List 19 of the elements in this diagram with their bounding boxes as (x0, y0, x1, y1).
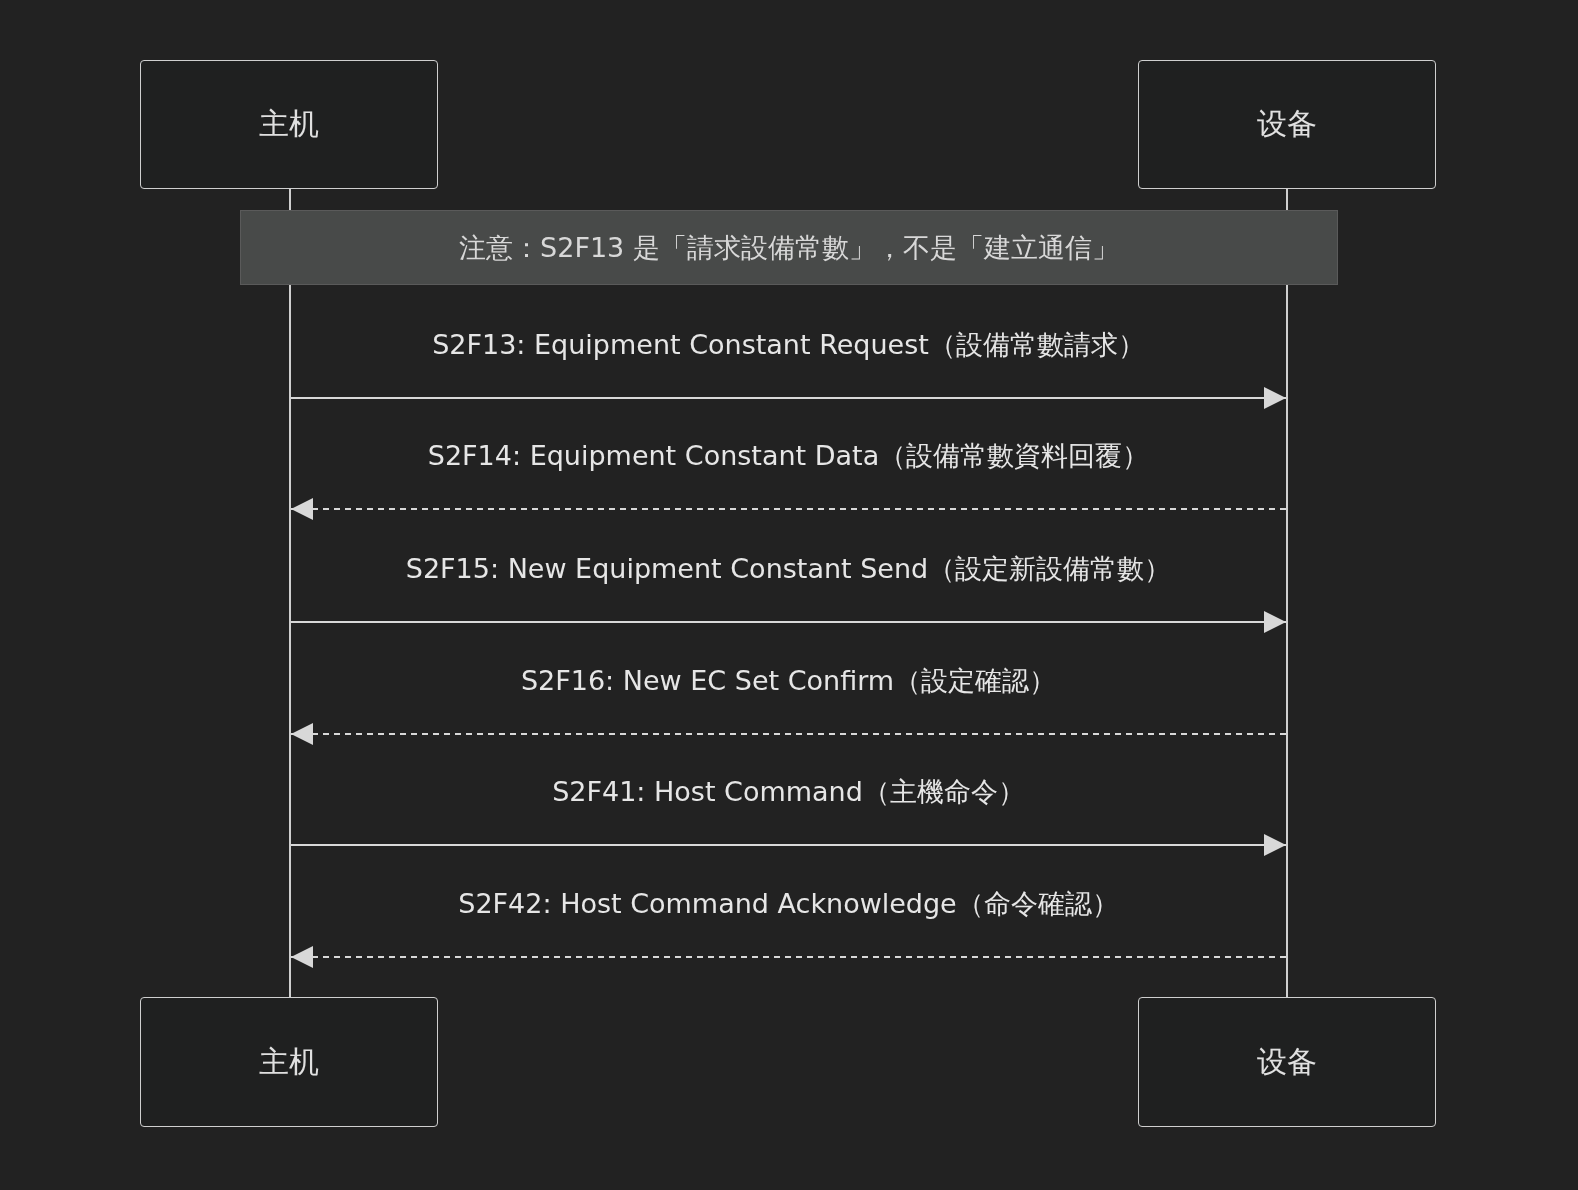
message-arrow (291, 498, 1286, 520)
edge-label: S2F14: Equipment Constant Data（設備常數資料回覆） (427, 439, 1150, 473)
actor-box: 设备 (1138, 60, 1436, 189)
message-arrow (291, 723, 1286, 745)
actor-box: 主机 (140, 60, 438, 189)
edge-label: S2F13: Equipment Constant Request（設備常數請求） (432, 328, 1145, 362)
message-arrow (291, 387, 1286, 409)
edge-label: S2F15: New Equipment Constant Send（設定新設備常數） (405, 552, 1172, 586)
edge-label: S2F16: New EC Set Confirm（設定確認） (520, 664, 1057, 698)
edge-label: S2F42: Host Command Acknowledge（命令確認） (458, 887, 1119, 921)
edge-label: S2F41: Host Command（主機命令） (552, 775, 1025, 809)
lifeline (1286, 189, 1288, 997)
actor-box: 设备 (1138, 997, 1436, 1127)
actor-box: 主机 (140, 997, 438, 1127)
message-arrow (291, 946, 1286, 968)
note-box: 注意：S2F13 是「請求設備常數」，不是「建立通信」 (240, 210, 1338, 285)
message-arrow (291, 611, 1286, 633)
message-arrow (291, 834, 1286, 856)
lifeline (289, 189, 291, 997)
